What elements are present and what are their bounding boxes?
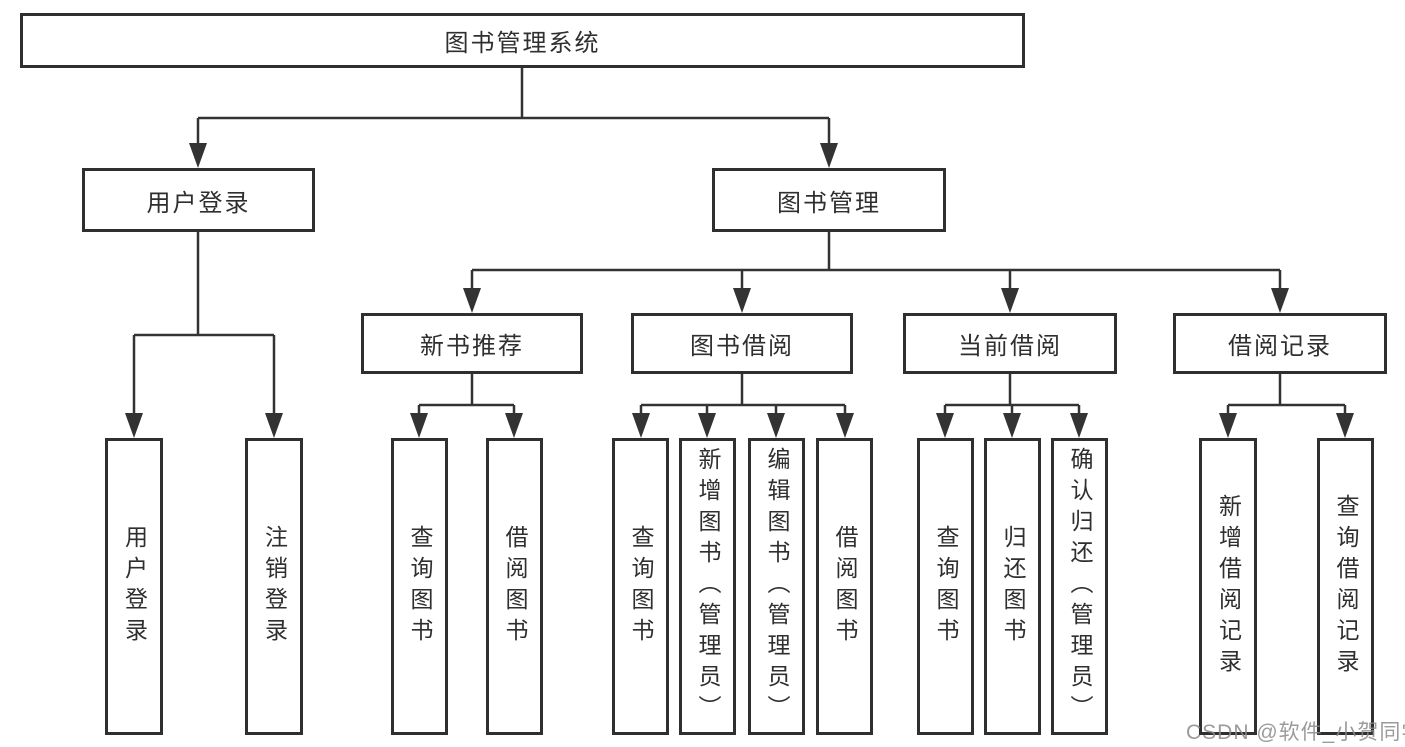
node-label: 查询图书 [933, 524, 959, 649]
node-label: 当前借阅 [958, 333, 1062, 360]
node-label: 新书推荐 [420, 333, 524, 360]
node-label: 注销登录 [261, 524, 288, 649]
csdn-watermark: CSDN @软件_小贺同学 [1186, 721, 1405, 744]
node-label: 新增图书（管理员） [695, 447, 721, 726]
leaf-user-login: 用户登录 [105, 438, 163, 735]
node-label: 归还图书 [1000, 524, 1026, 649]
leaf-add-borrow-record: 新增借阅记录 [1199, 438, 1257, 735]
node-current-borrow: 当前借阅 [903, 313, 1117, 374]
leaf-edit-books-admin: 编辑图书（管理员） [748, 438, 805, 735]
node-label: 查询借阅记录 [1333, 493, 1359, 680]
leaf-query-borrow-record: 查询借阅记录 [1317, 438, 1374, 735]
node-new-book-recommend: 新书推荐 [361, 313, 583, 374]
node-label: 新增借阅记录 [1215, 493, 1242, 680]
node-label: 用户登录 [146, 189, 251, 217]
leaf-query-books-recommend: 查询图书 [391, 438, 448, 735]
node-label: 确认归还（管理员） [1067, 447, 1093, 726]
node-label: 编辑图书（管理员） [764, 447, 790, 726]
node-label: 查询图书 [407, 524, 433, 649]
node-label: 查询图书 [628, 524, 654, 649]
node-label: 图书管理 [777, 189, 881, 217]
node-label: 用户登录 [121, 524, 148, 649]
node-label: 借阅图书 [832, 524, 858, 649]
leaf-query-books-current: 查询图书 [917, 438, 974, 735]
leaf-return-books: 归还图书 [984, 438, 1041, 735]
leaf-logout: 注销登录 [245, 438, 303, 735]
leaf-borrow-books: 借阅图书 [816, 438, 873, 735]
leaf-query-books-borrow: 查询图书 [612, 438, 669, 735]
node-user-login: 用户登录 [82, 168, 315, 232]
node-book-management: 图书管理 [712, 168, 946, 232]
node-label: 图书管理系统 [444, 30, 601, 57]
node-label: 借阅记录 [1228, 333, 1332, 360]
node-label: 图书借阅 [690, 333, 794, 360]
node-book-borrow: 图书借阅 [631, 313, 853, 374]
leaf-confirm-return-admin: 确认归还（管理员） [1051, 438, 1108, 735]
node-library-management-system: 图书管理系统 [20, 13, 1025, 68]
leaf-add-books-admin: 新增图书（管理员） [679, 438, 736, 735]
node-label: 借阅图书 [502, 524, 528, 649]
leaf-borrow-books-recommend: 借阅图书 [486, 438, 543, 735]
node-borrow-records: 借阅记录 [1173, 313, 1387, 374]
